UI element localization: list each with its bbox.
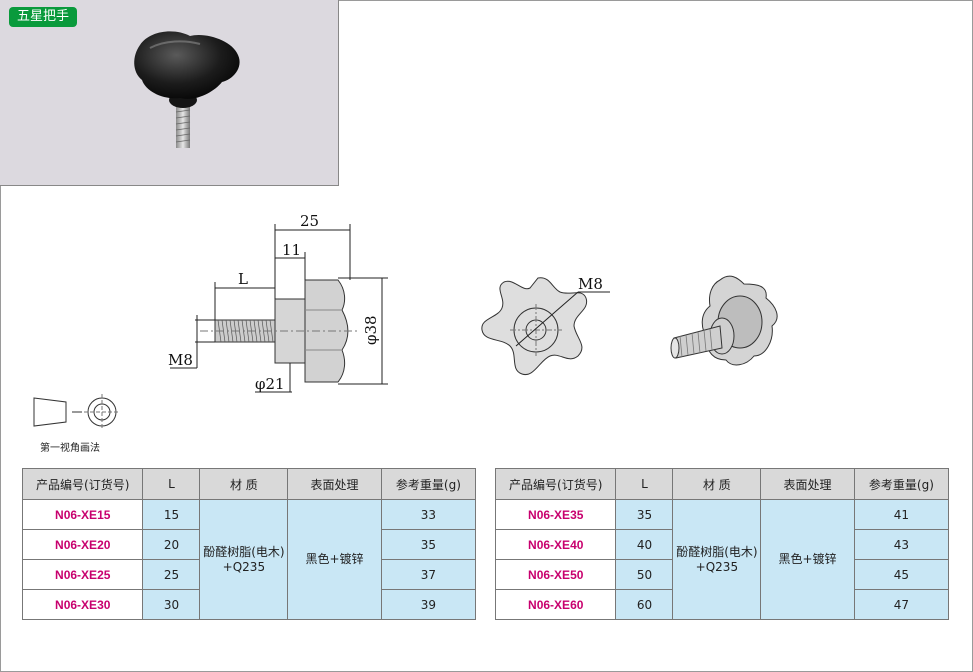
length-value: 50 — [615, 559, 674, 590]
dim-phi21: φ21 — [255, 375, 285, 393]
front-view-drawing: M8 — [481, 275, 610, 376]
dim-L: L — [238, 270, 248, 288]
header-code: 产品编号(订货号) — [21, 468, 144, 500]
spec-table-left: 产品编号(订货号) L 材 质 表面处理 参考重量(g) N06-XE15 15… — [21, 468, 477, 620]
material-line2: +Q235 — [695, 559, 739, 574]
product-code: N06-XE30 — [21, 589, 144, 620]
table-row: N06-XE50 50 45 — [494, 559, 950, 590]
weight-value: 43 — [853, 529, 950, 560]
spec-table-right: 产品编号(订货号) L 材 质 表面处理 参考重量(g) N06-XE35 35… — [494, 468, 950, 620]
length-value: 25 — [142, 559, 201, 590]
material-line2: +Q235 — [222, 559, 266, 574]
isometric-view-drawing — [670, 275, 778, 366]
product-tag: 五星把手 — [9, 7, 78, 27]
length-value: 20 — [142, 529, 201, 560]
product-photo-panel: 五星把手 — [0, 0, 339, 186]
table-row: N06-XE30 30 39 — [21, 589, 477, 620]
dim-phi38: φ38 — [362, 315, 380, 345]
header-weight: 参考重量(g) — [853, 468, 950, 500]
weight-value: 45 — [853, 559, 950, 590]
length-value: 30 — [142, 589, 201, 620]
dim-m8-side: M8 — [168, 351, 193, 369]
length-value: 40 — [615, 529, 674, 560]
weight-value: 35 — [380, 529, 477, 560]
material-line1: 酚醛树脂(电木) — [676, 544, 758, 559]
header-surface: 表面处理 — [760, 468, 855, 500]
header-code: 产品编号(订货号) — [494, 468, 617, 500]
weight-value: 37 — [380, 559, 477, 590]
table-row: N06-XE60 60 47 — [494, 589, 950, 620]
header-material: 材 质 — [199, 468, 289, 500]
weight-value: 47 — [853, 589, 950, 620]
header-L: L — [615, 468, 674, 500]
header-surface: 表面处理 — [287, 468, 382, 500]
side-view-drawing: 25 11 L M8 φ38 φ21 — [168, 212, 388, 393]
table-row: N06-XE35 35 酚醛树脂(电木)+Q235 黑色+镀锌 41 — [494, 499, 950, 620]
length-value: 15 — [142, 499, 201, 530]
material-line1: 酚醛树脂(电木) — [203, 544, 285, 559]
table-row: N06-XE40 40 43 — [494, 529, 950, 560]
product-code: N06-XE35 — [494, 499, 617, 530]
first-angle-projection-symbol — [33, 394, 120, 430]
length-value: 35 — [615, 499, 674, 530]
product-photo — [134, 31, 240, 148]
header-L: L — [142, 468, 201, 500]
weight-value: 39 — [380, 589, 477, 620]
weight-value: 41 — [853, 499, 950, 530]
material-cell: 酚醛树脂(电木)+Q235 — [199, 499, 289, 620]
dim-11: 11 — [282, 241, 301, 259]
table-row: N06-XE25 25 37 — [21, 559, 477, 590]
product-code: N06-XE20 — [21, 529, 144, 560]
product-code: N06-XE25 — [21, 559, 144, 590]
table-row: N06-XE20 20 35 — [21, 529, 477, 560]
weight-value: 33 — [380, 499, 477, 530]
header-weight: 参考重量(g) — [380, 468, 477, 500]
surface-cell: 黑色+镀锌 — [760, 499, 855, 620]
dim-25: 25 — [300, 212, 319, 230]
header-material: 材 质 — [672, 468, 762, 500]
product-code: N06-XE15 — [21, 499, 144, 530]
product-code: N06-XE40 — [494, 529, 617, 560]
dim-m8-front: M8 — [578, 275, 603, 293]
length-value: 60 — [615, 589, 674, 620]
table-row: N06-XE15 15 酚醛树脂(电木)+Q235 黑色+镀锌 33 — [21, 499, 477, 620]
material-cell: 酚醛树脂(电木)+Q235 — [672, 499, 762, 620]
product-code: N06-XE50 — [494, 559, 617, 590]
surface-cell: 黑色+镀锌 — [287, 499, 382, 620]
projection-caption: 第一视角画法 — [40, 443, 100, 454]
product-code: N06-XE60 — [494, 589, 617, 620]
